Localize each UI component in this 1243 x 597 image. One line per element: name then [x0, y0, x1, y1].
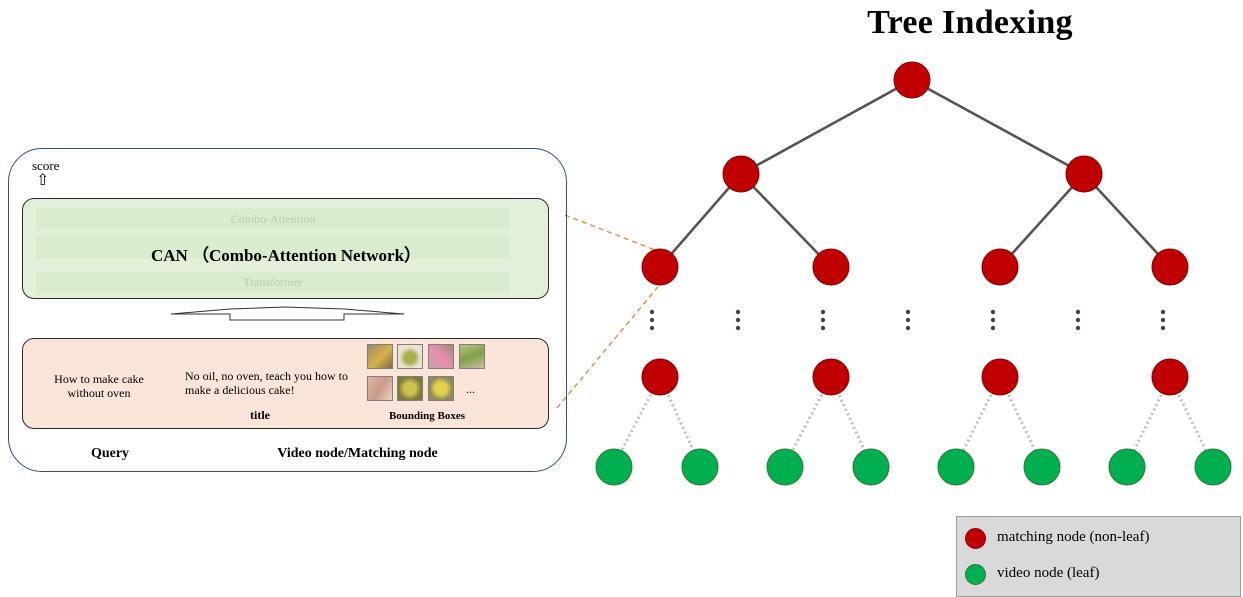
vertical-ellipsis-icon: [990, 309, 996, 331]
can-title: CAN （Combo-Attention Network）: [150, 246, 422, 265]
video-node: [937, 448, 975, 486]
video-node-legend-icon: [965, 564, 986, 585]
more-ellipsis: ...: [466, 382, 475, 396]
video-title-text: No oil, no oven, teach you how to make a…: [185, 369, 348, 397]
ghost-transformer-label: Transformer: [243, 275, 303, 289]
matching-node: [981, 248, 1019, 286]
video-node: [595, 448, 633, 486]
food-photo-icon: [367, 376, 393, 401]
matching-node: [641, 358, 679, 396]
tree-edge: [740, 173, 832, 268]
callout-line-top: [564, 214, 656, 251]
ghost-ellipsis: ⋮: [233, 261, 243, 272]
matching-node: [641, 248, 679, 286]
matching-node-legend-icon: [965, 528, 986, 549]
query-label: Query: [90, 446, 130, 461]
callout-line-bottom: [556, 281, 663, 409]
feed-arrow: [170, 306, 405, 321]
matching-node: [1151, 248, 1189, 286]
video-node: [1023, 448, 1061, 486]
video-node-label: Video node/Matching node: [277, 446, 438, 461]
food-photo-icon: [367, 344, 393, 369]
vertical-ellipsis-icon: [1075, 309, 1081, 331]
query-text: How to make cake without oven: [54, 372, 144, 400]
up-arrow-icon: ⇧: [36, 172, 50, 189]
food-photo-icon: [459, 344, 485, 369]
tree-edge: [911, 78, 1085, 176]
video-node: [681, 448, 719, 486]
video-node: [1108, 448, 1146, 486]
matching-node: [722, 155, 760, 193]
ghost-layer-band: [36, 235, 510, 259]
food-photo-icon: [428, 376, 454, 401]
matching-node: [981, 358, 1019, 396]
legend: matching node (non-leaf) video node (lea…: [956, 516, 1241, 597]
tree-edge: [740, 78, 913, 176]
tree-edge: [999, 173, 1085, 268]
tree-edge: [1083, 173, 1171, 268]
ghost-combo-attention-label: Combo-Attention: [230, 212, 316, 226]
food-photo-icon: [397, 344, 423, 369]
video-node: [766, 448, 804, 486]
vertical-ellipsis-icon: [735, 309, 741, 331]
ghost-layer-band: [36, 208, 510, 230]
tree-edge: [659, 173, 742, 268]
legend-video-label: video node (leaf): [997, 565, 1100, 581]
ghost-layer-band: [36, 272, 510, 294]
food-photo-icon: [428, 344, 454, 369]
vertical-ellipsis-icon: [649, 309, 655, 331]
matching-node: [1151, 358, 1189, 396]
legend-matching-label: matching node (non-leaf): [997, 529, 1150, 545]
title-caption: title: [250, 408, 270, 422]
model-panel: [8, 148, 567, 472]
input-features-box: [22, 338, 549, 429]
vertical-ellipsis-icon: [1160, 309, 1166, 331]
matching-node: [1065, 155, 1103, 193]
video-node: [852, 448, 890, 486]
score-label: score: [32, 158, 60, 173]
bounding-boxes-caption: Bounding Boxes: [388, 410, 466, 422]
vertical-ellipsis-icon: [820, 309, 826, 331]
matching-node: [812, 248, 850, 286]
vertical-ellipsis-icon: [905, 309, 911, 331]
food-photo-icon: [397, 376, 423, 401]
diagram-title: Tree Indexing: [867, 4, 1073, 41]
matching-node-root: [893, 61, 931, 99]
matching-node: [812, 358, 850, 396]
video-node: [1194, 448, 1232, 486]
